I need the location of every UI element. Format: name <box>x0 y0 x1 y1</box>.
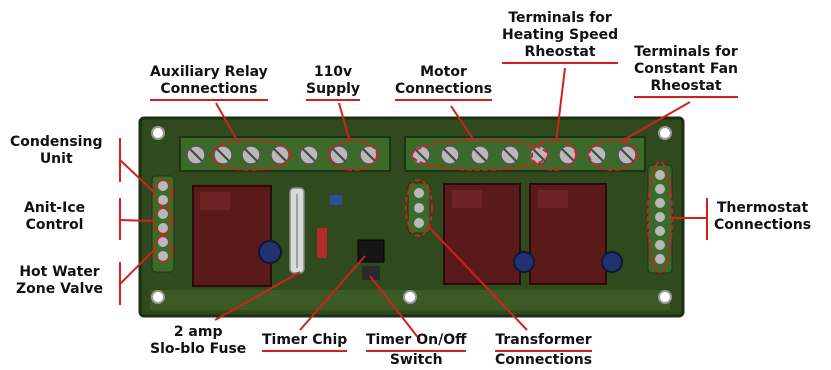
relay-label-patch <box>200 192 230 210</box>
callout-lines <box>119 67 708 341</box>
transformer-pins <box>414 188 424 228</box>
left-connector-pins <box>158 181 168 261</box>
small-component <box>330 195 342 205</box>
right-connector-pins <box>655 170 665 264</box>
mounting-hole <box>151 290 165 304</box>
mounting-hole <box>403 290 417 304</box>
timer-capacitor <box>317 228 327 258</box>
label-timer-chip: Timer Chip <box>262 332 348 352</box>
capacitor <box>258 240 282 264</box>
screw-slots <box>189 148 634 162</box>
mounting-hole <box>151 126 165 140</box>
timer-switch-body <box>362 266 380 280</box>
mounting-hole <box>658 290 672 304</box>
capacitor <box>513 251 535 273</box>
relay-label-patch <box>538 190 568 208</box>
relay-label-patch <box>452 190 482 208</box>
mounting-hole <box>658 126 672 140</box>
capacitor <box>601 251 623 273</box>
